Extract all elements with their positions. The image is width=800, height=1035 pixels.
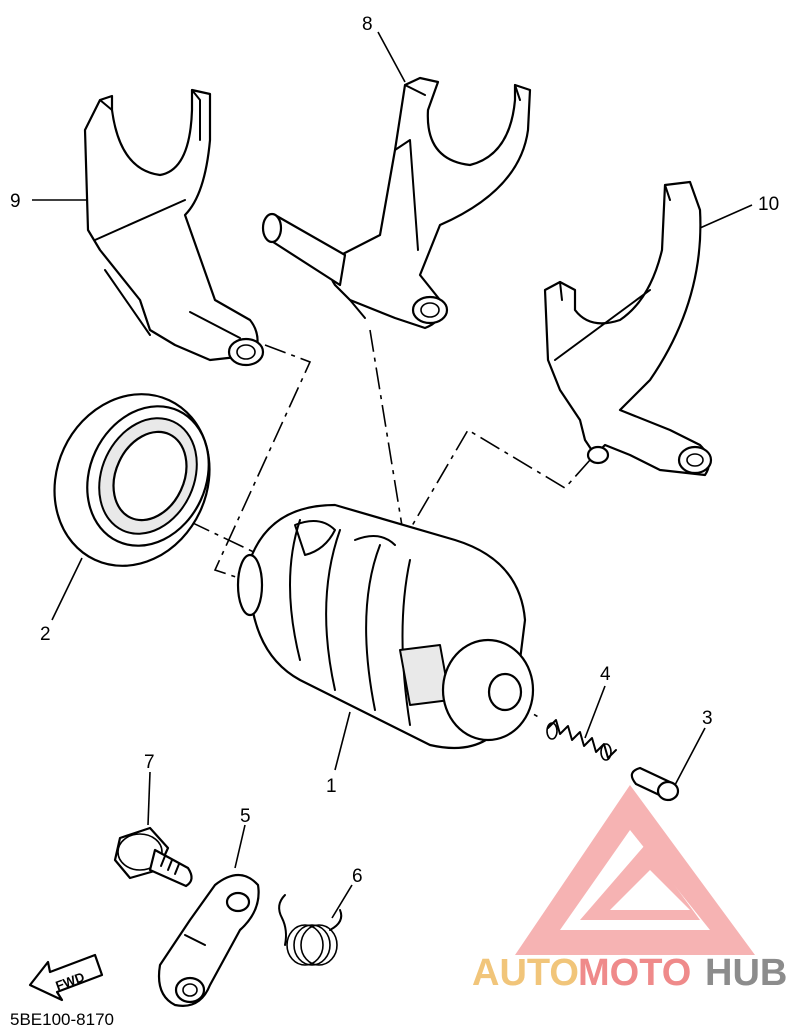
- pin-3: [630, 766, 680, 802]
- bearing-2: [53, 393, 211, 567]
- watermark-text-auto: AUTO: [472, 952, 579, 994]
- callout-2: 2: [40, 624, 51, 645]
- watermark-text-moto: MOTO: [578, 952, 691, 994]
- callout-3: 3: [702, 708, 713, 729]
- callout-9: 9: [10, 191, 21, 212]
- callout-4: 4: [600, 664, 611, 685]
- callout-5: 5: [240, 806, 251, 827]
- torsion-spring-6: [278, 894, 343, 966]
- spring-4: [546, 719, 617, 761]
- leader-lines: [32, 31, 753, 919]
- callout-6: 6: [352, 866, 363, 887]
- watermark-text-hub: HUB: [705, 952, 787, 994]
- shift-fork-10: [543, 180, 713, 477]
- shift-fork-8: [261, 76, 532, 330]
- shift-drum-1: [236, 503, 535, 750]
- callout-7: 7: [144, 752, 155, 773]
- shift-fork-9: [83, 88, 265, 367]
- bolt-7: [113, 826, 193, 888]
- callout-8: 8: [362, 14, 373, 35]
- callout-1: 1: [326, 776, 337, 797]
- fwd-arrow-icon: FWD: [28, 953, 104, 1002]
- watermark-logo: AUTO MOTO HUB: [472, 785, 787, 994]
- diagram-reference-code: 5BE100-8170: [10, 1010, 114, 1029]
- callout-10: 10: [758, 194, 779, 215]
- stopper-lever-5: [157, 873, 260, 1007]
- callout-labels: 8 9 10 2 1 4 3 7 5 6: [10, 14, 779, 887]
